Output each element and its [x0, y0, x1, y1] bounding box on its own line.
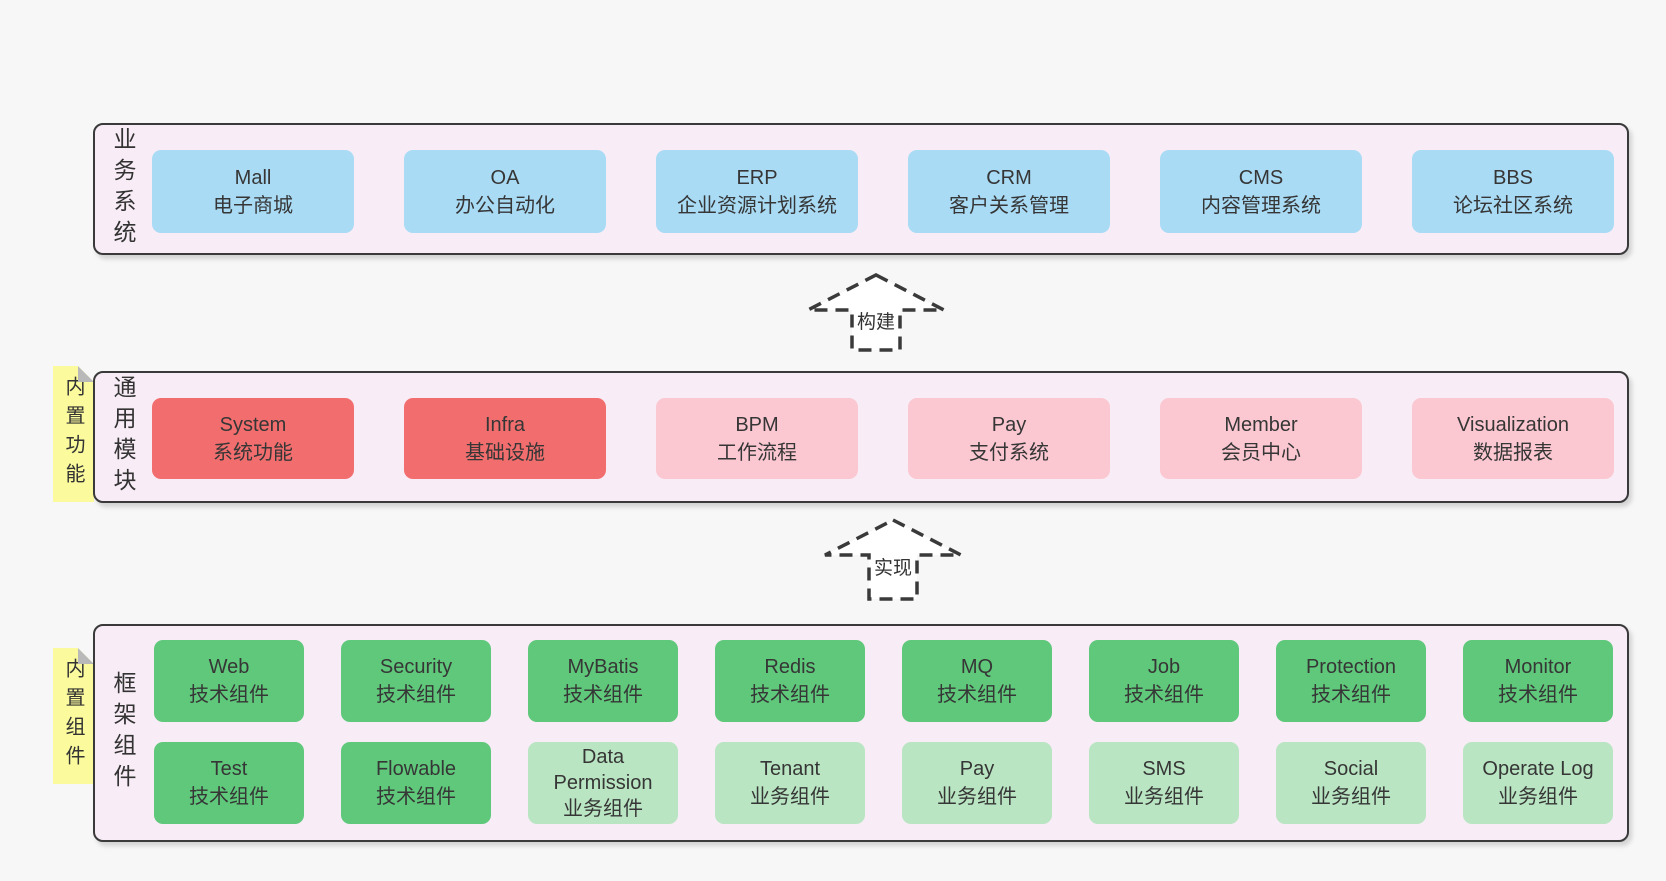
box-pay-subtitle: 支付系统	[969, 441, 1049, 464]
panel-business-systems-label: 业务系统	[110, 127, 136, 251]
box-system-subtitle: 系统功能	[213, 441, 293, 464]
box-oa-title: OA	[490, 166, 520, 189]
box-infra: Infra 基础设施	[404, 398, 606, 479]
box-bbs-subtitle: 论坛社区系统	[1453, 194, 1573, 217]
sticky-note-builtin-components: 内置组件	[53, 648, 94, 784]
box-member: Member 会员中心	[1160, 398, 1362, 479]
box-redis-subtitle: 技术组件	[750, 684, 830, 706]
box-sms: SMS 业务组件	[1089, 742, 1239, 824]
arrow-build-label: 构建	[857, 311, 895, 333]
arrow-implement: 实现	[824, 518, 962, 601]
box-mq-title: MQ	[960, 656, 994, 678]
box-web-title: Web	[208, 656, 250, 678]
panel-framework-components-label: 框架组件	[110, 671, 136, 795]
box-member-subtitle: 会员中心	[1221, 441, 1301, 464]
box-security: Security 技术组件	[341, 640, 491, 722]
box-protection-subtitle: 技术组件	[1311, 684, 1391, 706]
box-data-permission-title: Data Permission	[553, 746, 653, 794]
box-pay-biz: Pay 业务组件	[902, 742, 1052, 824]
box-cms-title: CMS	[1238, 166, 1284, 189]
box-flowable-subtitle: 技术组件	[376, 786, 456, 808]
box-mybatis-subtitle: 技术组件	[563, 684, 643, 706]
box-bpm: BPM 工作流程	[656, 398, 858, 479]
box-monitor-title: Monitor	[1504, 656, 1572, 678]
box-data-permission: Data Permission 业务组件	[528, 742, 678, 824]
box-operate-log-subtitle: 业务组件	[1498, 786, 1578, 808]
box-tenant-subtitle: 业务组件	[750, 786, 830, 808]
box-flowable: Flowable 技术组件	[341, 742, 491, 824]
box-member-title: Member	[1224, 413, 1298, 436]
box-monitor-subtitle: 技术组件	[1498, 684, 1578, 706]
arrow-build-shape	[807, 273, 945, 352]
box-mall-subtitle: 电子商城	[213, 194, 293, 217]
box-sms-title: SMS	[1142, 758, 1186, 780]
box-visualization: Visualization 数据报表	[1412, 398, 1614, 479]
box-system: System 系统功能	[152, 398, 354, 479]
panel-common-modules-label: 通用模块	[110, 375, 136, 499]
box-protection-title: Protection	[1305, 656, 1397, 678]
box-sms-subtitle: 业务组件	[1124, 786, 1204, 808]
box-job-title: Job	[1147, 656, 1181, 678]
sticky-note-builtin-features: 内置功能	[53, 366, 94, 502]
box-visualization-title: Visualization	[1457, 413, 1569, 436]
box-social-subtitle: 业务组件	[1311, 786, 1391, 808]
box-crm-subtitle: 客户关系管理	[949, 194, 1069, 217]
box-monitor: Monitor 技术组件	[1463, 640, 1613, 722]
arrow-implement-shape	[824, 518, 962, 601]
arrow-implement-label: 实现	[874, 557, 912, 579]
box-cms-subtitle: 内容管理系统	[1201, 194, 1321, 217]
box-protection: Protection 技术组件	[1276, 640, 1426, 722]
box-oa: OA 办公自动化	[404, 150, 606, 233]
box-security-subtitle: 技术组件	[376, 684, 456, 706]
box-pay-biz-title: Pay	[959, 758, 995, 780]
box-bbs-title: BBS	[1492, 166, 1534, 189]
box-tenant: Tenant 业务组件	[715, 742, 865, 824]
box-crm-title: CRM	[986, 166, 1032, 189]
box-infra-title: Infra	[484, 413, 526, 436]
box-test-subtitle: 技术组件	[189, 786, 269, 808]
box-mybatis: MyBatis 技术组件	[528, 640, 678, 722]
box-visualization-subtitle: 数据报表	[1473, 441, 1553, 464]
box-mybatis-title: MyBatis	[567, 656, 639, 678]
box-web: Web 技术组件	[154, 640, 304, 722]
box-social-title: Social	[1323, 758, 1379, 780]
box-erp: ERP 企业资源计划系统	[656, 150, 858, 233]
box-tenant-title: Tenant	[759, 758, 821, 780]
box-erp-subtitle: 企业资源计划系统	[677, 194, 837, 217]
box-bbs: BBS 论坛社区系统	[1412, 150, 1614, 233]
box-redis: Redis 技术组件	[715, 640, 865, 722]
box-web-subtitle: 技术组件	[189, 684, 269, 706]
box-test-title: Test	[210, 758, 248, 780]
box-cms: CMS 内容管理系统	[1160, 150, 1362, 233]
box-pay-biz-subtitle: 业务组件	[937, 786, 1017, 808]
box-bpm-subtitle: 工作流程	[717, 441, 797, 464]
box-pay-title: Pay	[991, 413, 1027, 436]
box-mq: MQ 技术组件	[902, 640, 1052, 722]
box-mq-subtitle: 技术组件	[937, 684, 1017, 706]
box-flowable-title: Flowable	[375, 758, 457, 780]
box-redis-title: Redis	[764, 656, 816, 678]
box-operate-log: Operate Log 业务组件	[1463, 742, 1613, 824]
box-oa-subtitle: 办公自动化	[455, 194, 555, 217]
arrow-build: 构建	[807, 273, 945, 352]
box-crm: CRM 客户关系管理	[908, 150, 1110, 233]
box-job: Job 技术组件	[1089, 640, 1239, 722]
box-infra-subtitle: 基础设施	[465, 441, 545, 464]
box-security-title: Security	[379, 656, 453, 678]
box-erp-title: ERP	[736, 166, 778, 189]
box-system-title: System	[219, 413, 287, 436]
box-pay: Pay 支付系统	[908, 398, 1110, 479]
box-mall-title: Mall	[234, 166, 272, 189]
box-bpm-title: BPM	[735, 413, 779, 436]
box-social: Social 业务组件	[1276, 742, 1426, 824]
box-test: Test 技术组件	[154, 742, 304, 824]
box-data-permission-subtitle: 业务组件	[563, 798, 643, 820]
box-mall: Mall 电子商城	[152, 150, 354, 233]
box-operate-log-title: Operate Log	[1482, 758, 1594, 780]
box-job-subtitle: 技术组件	[1124, 684, 1204, 706]
